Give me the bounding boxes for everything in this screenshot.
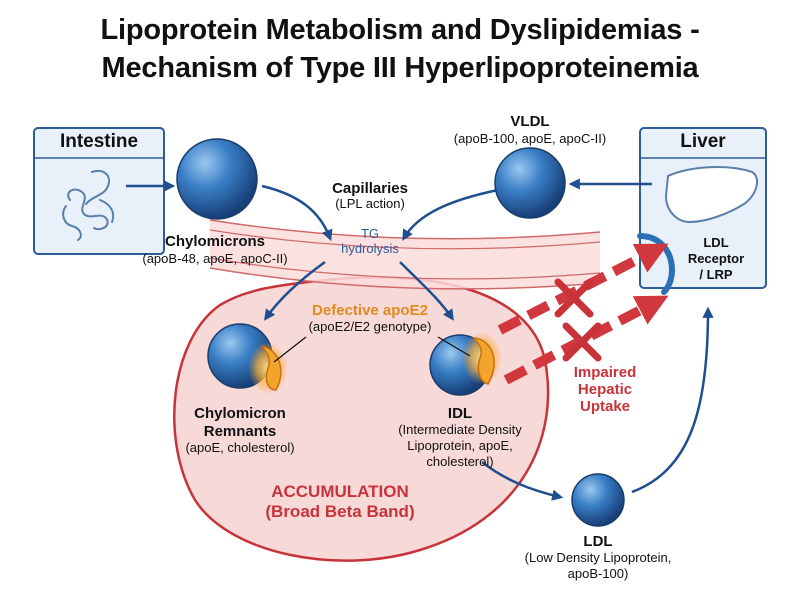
apoe2-genotype-label: (apoE2/E2 genotype) [308, 319, 432, 334]
ldl-particle [571, 473, 625, 527]
chylomicrons-label: Chylomicrons [164, 233, 266, 250]
ldl-label: LDL [583, 533, 613, 550]
chylomicron-particle [176, 138, 258, 220]
impaired-line-1: Impaired [573, 364, 637, 381]
arrow-vldl-to-tg [402, 188, 499, 241]
liver-label: Liver [680, 131, 726, 152]
intestine-label: Intestine [59, 131, 139, 152]
arrow-tg-to-remnants [264, 260, 326, 321]
arrow-tg-to-idl [399, 261, 454, 321]
lpl-action-label: (LPL action) [335, 196, 405, 211]
ldl-receptor-line-3: / LRP [699, 267, 733, 282]
title-line-1: Lipoprotein Metabolism and Dyslipidemias… [100, 14, 700, 46]
impaired-line-2: Hepatic [577, 381, 633, 398]
defective-apoe2-label: Defective apoE2 [312, 302, 428, 319]
ldl-receptor-line-1: LDL [703, 235, 729, 250]
vldl-label: VLDL [510, 113, 550, 130]
ldl-desc-line-2: apoB-100) [567, 566, 629, 581]
idl-desc-line-2: Lipoprotein, apoE, [407, 438, 513, 453]
arrow-chylomicrons-to-tg [261, 184, 333, 242]
impaired-line-3: Uptake [579, 398, 631, 415]
idl-desc-line-3: cholesterol) [426, 454, 494, 469]
arrow-idl-to-ldl [481, 461, 564, 501]
accumulation-label: ACCUMULATION [271, 482, 409, 501]
intestine-icon [62, 170, 115, 241]
impaired-uptake-arrows [497, 243, 669, 385]
pointer-line-right [437, 336, 471, 357]
defective-apoe-marker-remnant [248, 342, 288, 394]
remnants-composition: (apoE, cholesterol) [185, 440, 295, 455]
broad-beta-band-label: (Broad Beta Band) [265, 502, 415, 521]
vldl-particle [494, 147, 566, 219]
tg-hydrolysis-label: hydrolysis [341, 241, 399, 256]
remnants-label-line-1: Chylomicron [194, 405, 286, 422]
flow-arrows [126, 178, 714, 501]
remnants-label-line-2: Remnants [203, 423, 277, 440]
idl-desc-line-1: (Intermediate Density [398, 422, 522, 437]
impaired-arrow-lower [503, 295, 669, 385]
pointer-line-left [273, 336, 307, 363]
vldl-composition: (apoB-100, apoE, apoC-II) [453, 131, 607, 146]
idl-label: IDL [447, 405, 473, 422]
capillaries-label: Capillaries [332, 180, 408, 197]
liver-icon [664, 166, 759, 224]
ldl-receptor-line-2: Receptor [687, 251, 745, 266]
tg-label: TG [360, 226, 380, 241]
defective-apoe-marker-idl [462, 332, 502, 385]
ldl-desc-line-1: (Low Density Lipoprotein, [524, 550, 672, 565]
title-line-2: Mechanism of Type III Hyperlipoproteinem… [101, 52, 699, 84]
impaired-arrow-upper [497, 243, 669, 335]
block-x-lower [562, 322, 602, 362]
chylomicrons-composition: (apoB-48, apoE, apoC-II) [142, 251, 288, 266]
block-x-upper [554, 278, 594, 318]
arrow-ldl-to-receptor [631, 306, 714, 494]
ldl-receptor-icon [637, 233, 676, 295]
capillary-band [209, 219, 601, 290]
